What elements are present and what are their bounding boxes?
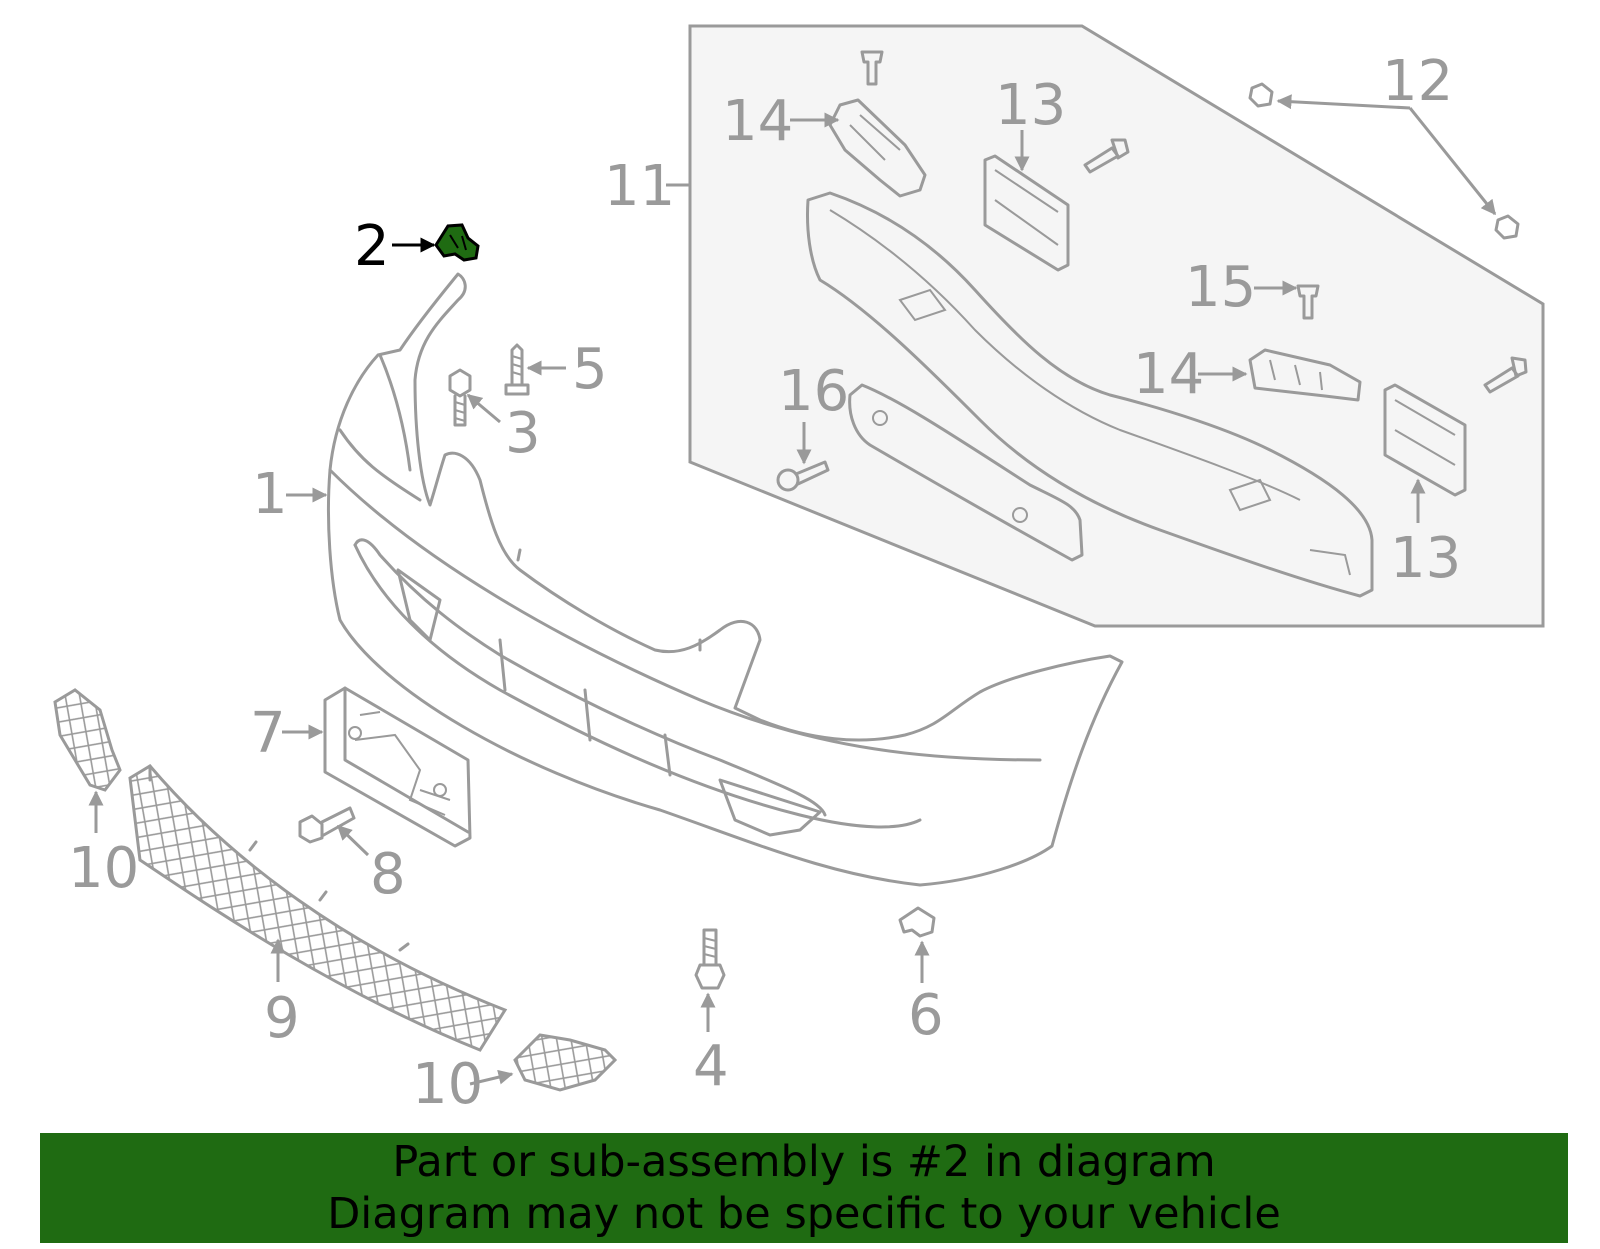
banner-line-1: Part or sub-assembly is #2 in diagram bbox=[392, 1137, 1216, 1187]
clip-part-6 bbox=[898, 906, 936, 938]
callout-11: 11 bbox=[604, 154, 675, 219]
license-bracket-part-7 bbox=[323, 686, 472, 848]
callout-2: 2 bbox=[354, 214, 390, 279]
bolt-inset-upper bbox=[1083, 138, 1130, 174]
callout-14-upper: 14 bbox=[722, 89, 793, 154]
callout-7: 7 bbox=[250, 701, 286, 766]
banner-line-2: Diagram may not be specific to your vehi… bbox=[327, 1189, 1281, 1239]
bolt-part-4 bbox=[694, 928, 726, 990]
callout-8: 8 bbox=[370, 842, 406, 907]
bolt-part-8 bbox=[298, 806, 356, 844]
bracket-part-14-lower bbox=[1248, 348, 1362, 402]
side-grille-part-10-left bbox=[53, 688, 122, 792]
callout-4: 4 bbox=[693, 1034, 729, 1099]
callout-16: 16 bbox=[778, 359, 849, 424]
reinforcement-beam bbox=[806, 191, 1374, 598]
bolt-inset-lower bbox=[1483, 356, 1528, 394]
bumper-cover bbox=[326, 272, 1124, 887]
info-banner: Part or sub-assembly is #2 in diagram Di… bbox=[40, 1133, 1568, 1243]
inset-panel bbox=[688, 24, 1545, 628]
callout-13-upper: 13 bbox=[995, 73, 1066, 138]
bolt-part-3 bbox=[448, 368, 472, 427]
callout-14-lower: 14 bbox=[1133, 342, 1204, 407]
callout-13-lower: 13 bbox=[1390, 526, 1461, 591]
pin-part-15 bbox=[1296, 284, 1320, 320]
screw-part-16 bbox=[776, 460, 830, 492]
callout-1: 1 bbox=[252, 462, 288, 527]
leader-lines bbox=[88, 94, 1497, 1086]
callout-10-left: 10 bbox=[68, 836, 139, 901]
absorber-part-16 bbox=[848, 383, 1084, 562]
side-grille-part-10-right bbox=[513, 1033, 618, 1092]
plate-part-13-upper bbox=[983, 154, 1070, 272]
plate-part-13-lower bbox=[1383, 383, 1467, 497]
callout-6: 6 bbox=[908, 983, 944, 1048]
callout-10-right: 10 bbox=[412, 1052, 483, 1117]
highlighted-part-2-clip bbox=[434, 223, 480, 262]
screw-part-5 bbox=[504, 343, 530, 396]
callout-15: 15 bbox=[1185, 255, 1256, 320]
callout-9: 9 bbox=[264, 986, 300, 1051]
pin-top bbox=[860, 50, 884, 86]
callout-3: 3 bbox=[505, 401, 541, 466]
nut-part-12-lower bbox=[1494, 214, 1520, 240]
nut-part-12-upper bbox=[1248, 82, 1274, 108]
lower-grille-part-9 bbox=[128, 764, 508, 1052]
callout-12: 12 bbox=[1382, 49, 1453, 114]
callout-5: 5 bbox=[572, 337, 608, 402]
bracket-part-14-upper bbox=[828, 98, 927, 198]
